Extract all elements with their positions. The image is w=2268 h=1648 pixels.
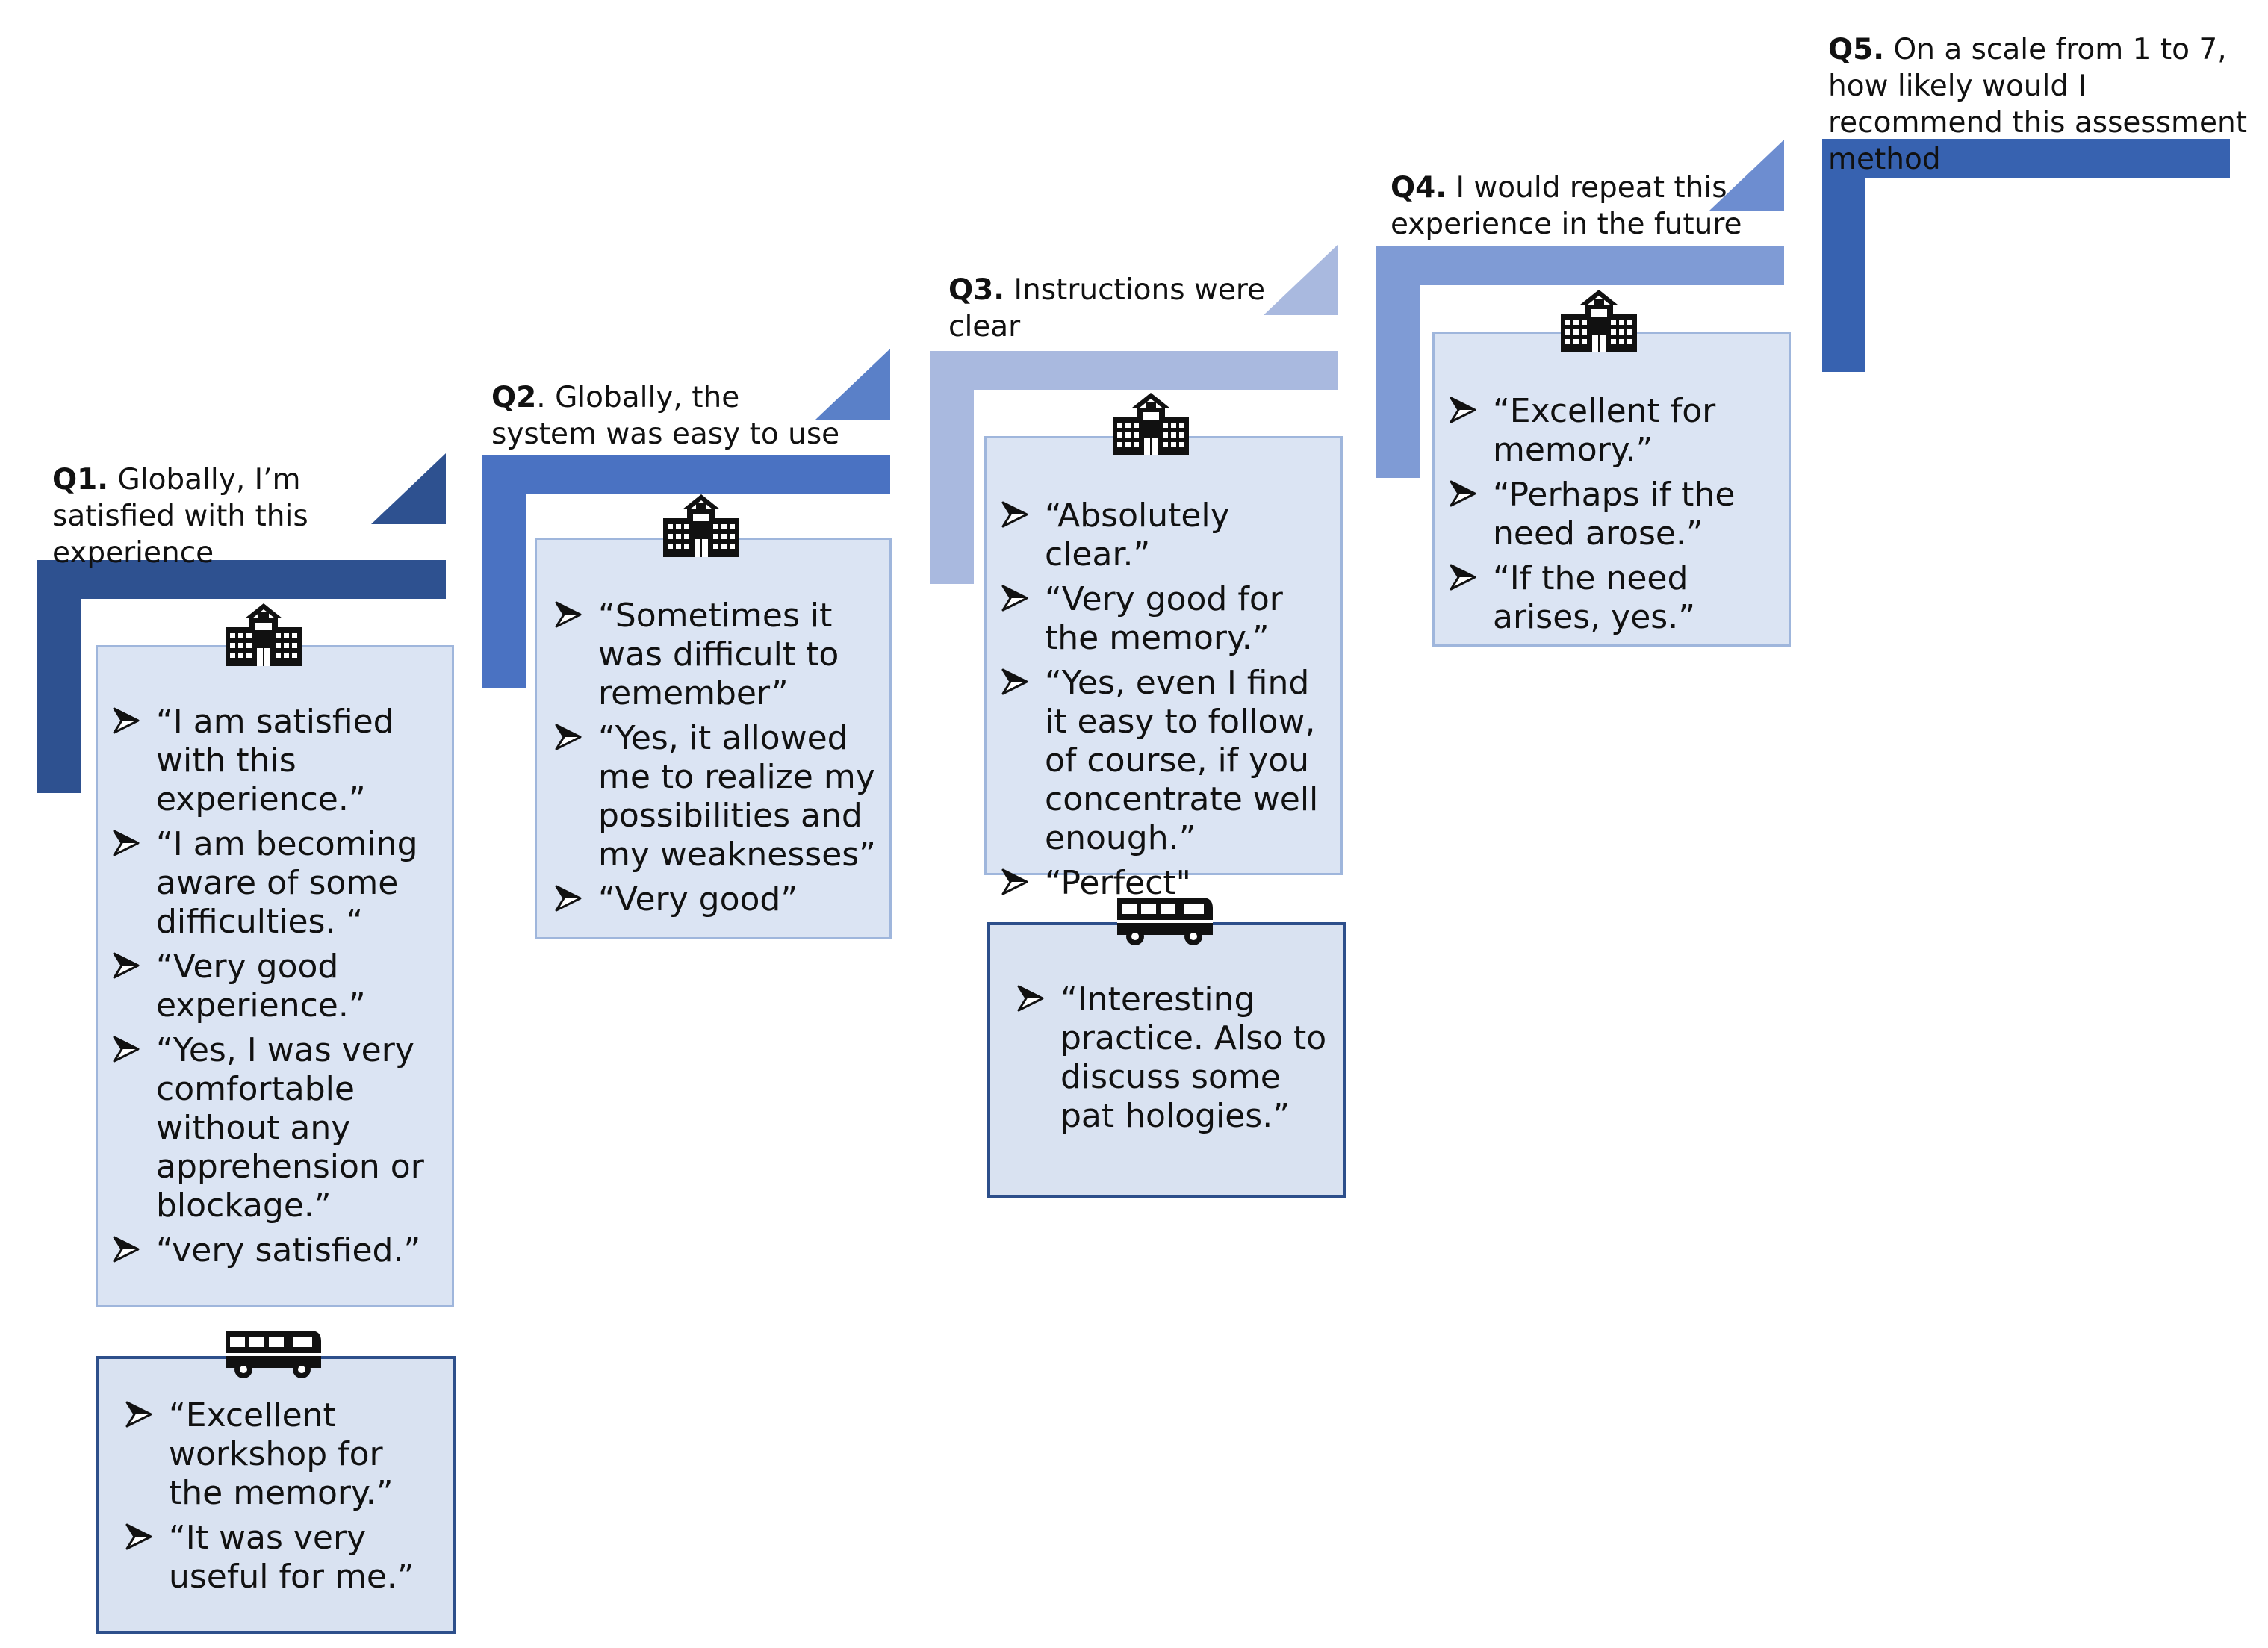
camper-van-icon	[1113, 892, 1217, 948]
school-building-icon	[223, 602, 305, 669]
arrowhead-bullet-icon	[555, 724, 582, 750]
list-item: “Excellent workshop for the memory.”	[115, 1396, 438, 1513]
q1-label: Q1. Globally, I’m satisfied with this ex…	[52, 461, 411, 571]
step1-bar-vertical	[37, 560, 81, 793]
list-item: “If the need arises, yes.”	[1439, 559, 1784, 637]
list-item: “Very good experience.”	[102, 948, 444, 1025]
q3-van-comments-box: “Interesting practice. Also to discuss s…	[987, 922, 1346, 1198]
step4-bar-vertical	[1376, 246, 1420, 478]
list-item: “Perhaps if the need arose.”	[1439, 476, 1784, 553]
q2-school-comments-box: “Sometimes it was difficult to remember”…	[535, 538, 892, 939]
q2-label: Q2. Globally, the system was easy to use	[491, 379, 850, 453]
list-item: “Yes, I was very comfortable without any…	[102, 1031, 444, 1225]
step3-corner-triangle	[1264, 244, 1338, 315]
q4-text: I would repeat this experience in the fu…	[1391, 171, 1742, 241]
list-item: “Yes, even I find it easy to follow, of …	[991, 664, 1336, 858]
q3-number: Q3.	[948, 273, 1005, 307]
step4-bar-horizontal	[1376, 246, 1784, 285]
list-item: “Perfect"	[991, 864, 1336, 903]
list-item: “Yes, it allowed me to realize my possib…	[544, 719, 883, 874]
step5-bar-horizontal	[1822, 139, 2230, 178]
q3-label: Q3. Instructions were clear	[948, 272, 1299, 345]
q5-label: Q5. On a scale from 1 to 7, how likely w…	[1828, 31, 2261, 178]
arrowhead-bullet-icon	[113, 707, 140, 734]
step3-bar-vertical	[930, 351, 974, 584]
arrowhead-bullet-icon	[125, 1401, 152, 1428]
step3-bar-horizontal	[930, 351, 1338, 390]
list-item: “very satisfied.”	[102, 1231, 444, 1270]
q1-number: Q1.	[52, 463, 109, 497]
arrowhead-bullet-icon	[1017, 985, 1044, 1012]
q3-text: Instructions were clear	[948, 273, 1266, 343]
arrowhead-bullet-icon	[1450, 480, 1476, 507]
arrowhead-bullet-icon	[1001, 501, 1028, 528]
list-item: “Absolutely clear.”	[991, 497, 1336, 574]
arrowhead-bullet-icon	[113, 830, 140, 856]
step2-bar-vertical	[482, 455, 526, 688]
list-item: “Interesting practice. Also to discuss s…	[1007, 980, 1332, 1136]
arrowhead-bullet-icon	[1450, 397, 1476, 423]
q4-label: Q4. I would repeat this experience in th…	[1391, 170, 1749, 243]
q2-number: Q2	[491, 381, 537, 414]
list-item: “Sometimes it was difficult to remember”	[544, 597, 883, 713]
list-item: “I am becoming aware of some difficultie…	[102, 825, 444, 942]
arrowhead-bullet-icon	[1001, 868, 1028, 895]
q1-school-comments-box: “I am satisfied with this experience.” “…	[96, 645, 454, 1307]
step5-bar-vertical	[1822, 139, 1865, 372]
arrowhead-bullet-icon	[1001, 585, 1028, 612]
arrowhead-bullet-icon	[1001, 668, 1028, 695]
camper-van-icon	[221, 1325, 326, 1381]
step4-corner-triangle	[1709, 140, 1784, 211]
school-building-icon	[660, 493, 742, 560]
step1-bar-horizontal	[37, 560, 446, 599]
arrowhead-bullet-icon	[113, 1236, 140, 1263]
arrowhead-bullet-icon	[125, 1523, 152, 1550]
step2-bar-horizontal	[482, 455, 890, 494]
arrowhead-bullet-icon	[555, 601, 582, 628]
q3-school-comments-box: “Absolutely clear.” “Very good for the m…	[984, 436, 1343, 902]
step1-corner-triangle	[371, 453, 446, 524]
q2-text: . Globally, the system was easy to use	[491, 381, 840, 451]
school-building-icon	[1110, 391, 1192, 458]
arrowhead-bullet-icon	[113, 1036, 140, 1063]
q5-text: On a scale from 1 to 7, how likely would…	[1828, 33, 2248, 176]
list-item: “It was very useful for me.”	[115, 1519, 438, 1596]
arrowhead-bullet-icon	[555, 885, 582, 912]
list-item: “Very good for the memory.”	[991, 580, 1336, 658]
q4-number: Q4.	[1391, 171, 1447, 205]
q5-number: Q5.	[1828, 33, 1885, 66]
list-item: “Very good”	[544, 880, 883, 919]
q4-school-comments-box: “Excellent for memory.” “Perhaps if the …	[1432, 332, 1791, 647]
arrowhead-bullet-icon	[1450, 564, 1476, 591]
list-item: “Excellent for memory.”	[1439, 392, 1784, 470]
step2-corner-triangle	[815, 349, 890, 420]
q1-text: Globally, I’m satisfied with this experi…	[52, 463, 308, 570]
arrowhead-bullet-icon	[113, 952, 140, 979]
list-item: “I am satisfied with this experience.”	[102, 703, 444, 819]
school-building-icon	[1558, 288, 1640, 355]
q1-van-comments-box: “Excellent workshop for the memory.” “It…	[96, 1356, 456, 1634]
